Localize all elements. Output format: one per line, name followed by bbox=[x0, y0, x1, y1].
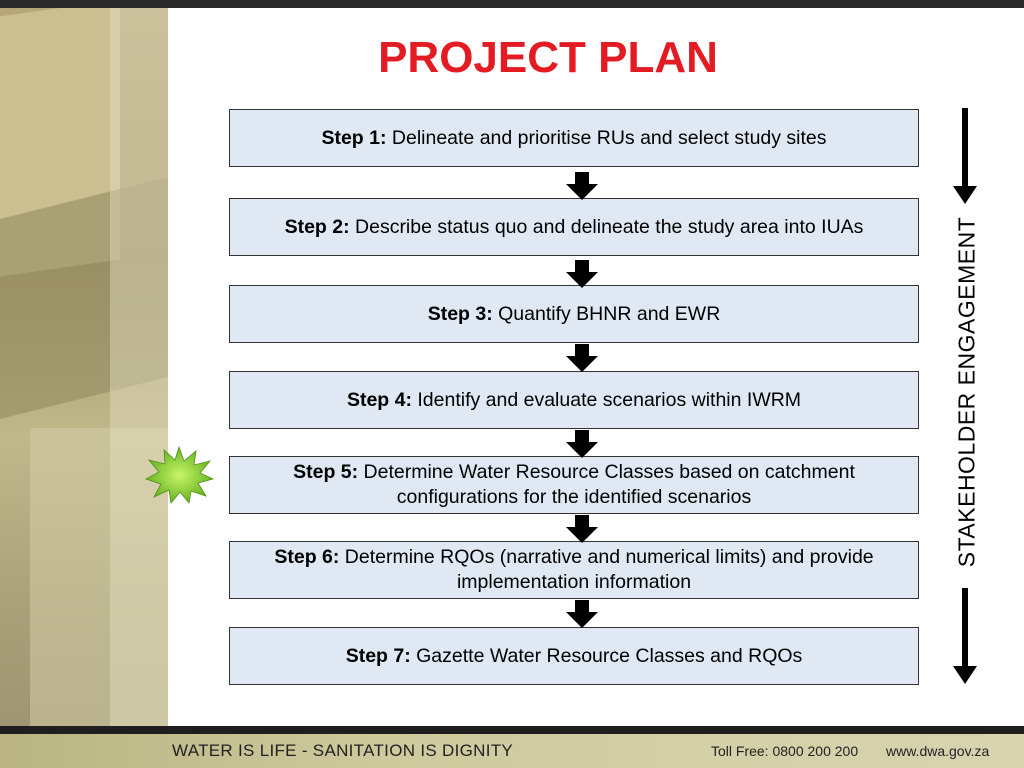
footer-website: www.dwa.gov.za bbox=[886, 743, 990, 759]
step-1-text: Delineate and prioritise RUs and select … bbox=[391, 126, 827, 149]
stakeholder-engagement-text: STAKEHOLDER ENGAGEMENT bbox=[953, 216, 980, 568]
side-down-arrow-bottom-icon bbox=[953, 588, 977, 684]
step-4-box: Step 4: Identify and evaluate scenarios … bbox=[229, 371, 919, 429]
step-2-box: Step 2: Describe status quo and delineat… bbox=[229, 198, 919, 256]
step-2-text: Describe status quo and delineate the st… bbox=[355, 215, 864, 238]
footer-toll-free: Toll Free: 0800 200 200 bbox=[711, 743, 859, 759]
step-6-box: Step 6: Determine RQOs (narrative and nu… bbox=[229, 541, 919, 599]
footer: WATER IS LIFE - SANITATION IS DIGNITY To… bbox=[0, 734, 1024, 768]
step-3-label: Step 3: bbox=[427, 302, 493, 325]
step-6-label: Step 6: bbox=[274, 546, 340, 568]
step-4-label: Step 4: bbox=[346, 388, 412, 411]
down-arrow-icon bbox=[566, 600, 598, 628]
footer-divider bbox=[0, 726, 1024, 734]
step-6-text: Determine RQOs (narrative and numerical … bbox=[344, 546, 874, 593]
step-2-label: Step 2: bbox=[284, 215, 350, 238]
step-3-text: Quantify BHNR and EWR bbox=[498, 302, 721, 325]
top-bar bbox=[0, 0, 1024, 8]
down-arrow-icon bbox=[566, 172, 598, 200]
step-1-label: Step 1: bbox=[321, 126, 387, 149]
step-3-box: Step 3: Quantify BHNR and EWR bbox=[229, 285, 919, 343]
starburst-icon bbox=[144, 445, 214, 504]
step-1-box: Step 1: Delineate and prioritise RUs and… bbox=[229, 109, 919, 167]
page-title: PROJECT PLAN bbox=[378, 33, 718, 82]
background-photo bbox=[0, 8, 168, 726]
step-5-text: Determine Water Resource Classes based o… bbox=[363, 461, 855, 508]
step-5-label: Step 5: bbox=[293, 461, 359, 483]
down-arrow-icon bbox=[566, 344, 598, 372]
down-arrow-icon bbox=[566, 515, 598, 543]
down-arrow-icon bbox=[566, 260, 598, 288]
step-7-label: Step 7: bbox=[345, 644, 411, 667]
step-7-box: Step 7: Gazette Water Resource Classes a… bbox=[229, 627, 919, 685]
step-4-text: Identify and evaluate scenarios within I… bbox=[417, 388, 802, 411]
step-5-box: Step 5: Determine Water Resource Classes… bbox=[229, 456, 919, 514]
down-arrow-icon bbox=[566, 430, 598, 458]
step-7-text: Gazette Water Resource Classes and RQOs bbox=[416, 644, 803, 667]
footer-slogan: WATER IS LIFE - SANITATION IS DIGNITY bbox=[172, 741, 514, 760]
side-down-arrow-top-icon bbox=[953, 108, 977, 204]
